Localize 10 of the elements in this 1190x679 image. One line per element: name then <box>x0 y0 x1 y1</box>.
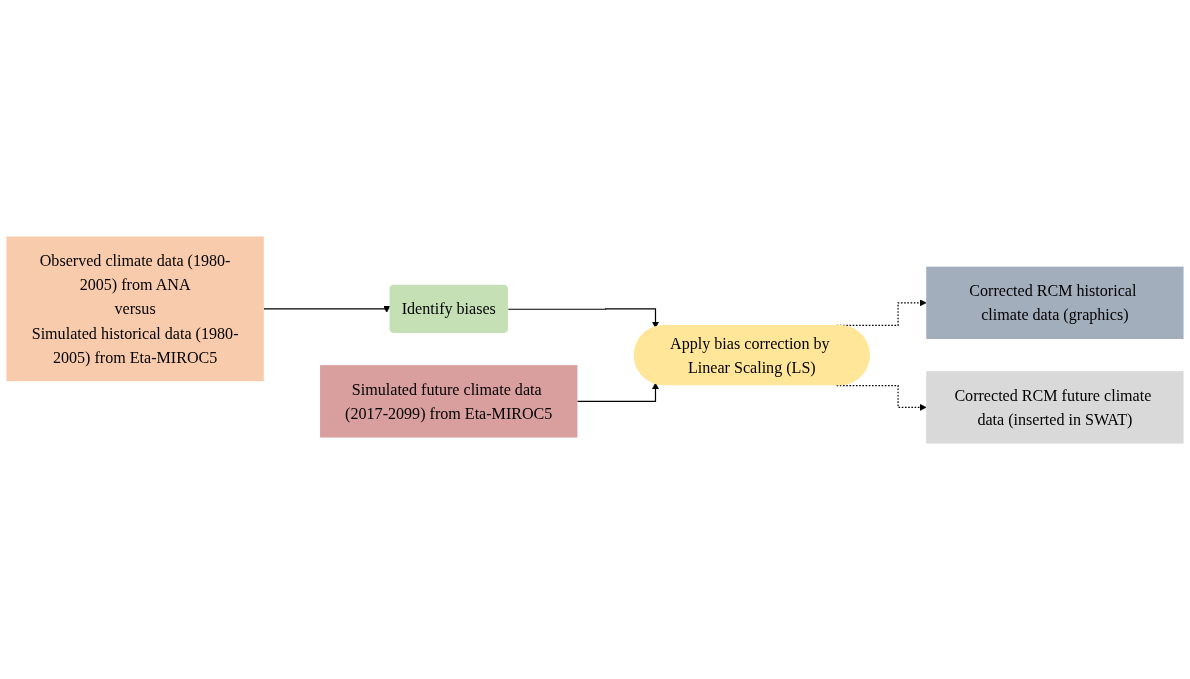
node-box: Observed climate data (1980-2005) from ANA versus Simulated historical data (1980-2005) from Eta-MIROC5 <box>6 235 264 381</box>
node-box: Apply bias correction by Linear Scaling (LS) <box>633 324 870 385</box>
arrow <box>263 305 391 313</box>
node-box: Identify biases <box>389 284 508 333</box>
arrow <box>836 384 927 411</box>
arrow <box>507 307 660 328</box>
node-box: Corrected RCM historical climate data (graphics) <box>926 266 1184 339</box>
node-box: Corrected RCM future climate data (inserted in SWAT) <box>926 370 1184 444</box>
node-box: Simulated future climate data (2017-2099) from Eta-MIROC5 <box>320 364 578 437</box>
arrow <box>576 382 660 402</box>
